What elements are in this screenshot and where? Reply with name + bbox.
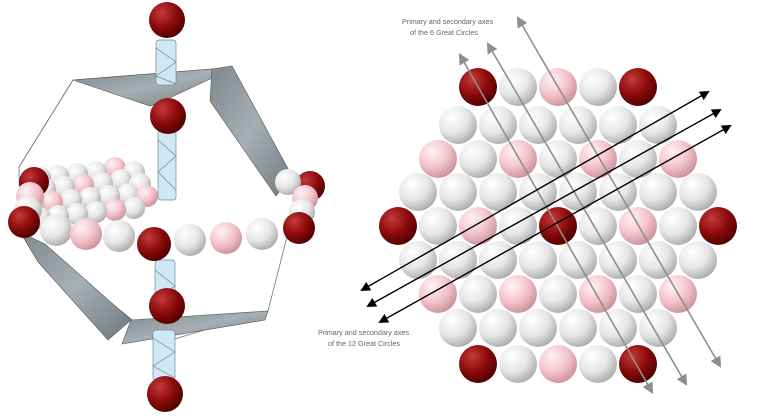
top-caption-line2: of the 6 Great Circles [410, 28, 478, 37]
white-sphere-r5-c2 [479, 241, 517, 279]
white-sphere-r1-c2 [519, 106, 557, 144]
red-sphere-r4-c8 [699, 207, 737, 245]
left-red-stack [8, 167, 49, 238]
white-sphere-r1-c5 [639, 106, 677, 144]
white-sphere-r3-c4 [559, 173, 597, 211]
white-sphere-r7-c0 [439, 309, 477, 347]
white-sphere-r7-c3 [559, 309, 597, 347]
white-sphere-r3-c0 [399, 173, 437, 211]
white-sphere-r5-c3 [519, 241, 557, 279]
bottom-caption: Primary and secondary axes of the 12 Gre… [318, 328, 409, 348]
white-sphere-r2-c3 [539, 140, 577, 178]
white-sphere-r6-c3 [539, 275, 577, 313]
pink-sphere-r2-c6 [659, 140, 697, 178]
pink-sphere-r6-c0 [419, 275, 457, 313]
pink-sphere-r2-c4 [579, 140, 617, 178]
left-slanted-plane [19, 231, 132, 341]
white-sphere-r4-c3 [499, 207, 537, 245]
white-sphere-r7-c2 [519, 309, 557, 347]
top-caption-line1: Primary and secondary axes [402, 17, 493, 26]
white-sphere-r7-c5 [639, 309, 677, 347]
upper-plane [72, 68, 226, 107]
white-sphere-r5-c4 [559, 241, 597, 279]
white-sphere-r5-c5 [599, 241, 637, 279]
white-sphere-r1-c1 [479, 106, 517, 144]
great-circle-axes [360, 16, 732, 394]
equatorial-lattice-back [22, 157, 158, 229]
white-sphere-r7-c4 [599, 309, 637, 347]
pink-sphere-r8-c2 [539, 345, 577, 383]
white-sphere-r7-c1 [479, 309, 517, 347]
white-sphere-r8-c3 [579, 345, 617, 383]
white-sphere-r2-c1 [459, 140, 497, 178]
vertical-red-spheres [147, 2, 186, 412]
red-sphere-r0-c4 [619, 68, 657, 106]
white-sphere-r3-c1 [439, 173, 477, 211]
white-sphere-r2-c5 [619, 140, 657, 178]
white-sphere-r6-c5 [619, 275, 657, 313]
white-sphere-r0-c3 [579, 68, 617, 106]
bottom-caption-line1: Primary and secondary axes [318, 328, 409, 337]
white-sphere-r6-c1 [459, 275, 497, 313]
white-sphere-r8-c1 [499, 345, 537, 383]
cuboctahedral-assembly [8, 2, 325, 412]
pink-sphere-r4-c2 [459, 207, 497, 245]
white-sphere-r1-c3 [559, 106, 597, 144]
white-sphere-r5-c7 [679, 241, 717, 279]
white-sphere-r3-c6 [639, 173, 677, 211]
white-sphere-r5-c1 [439, 241, 477, 279]
right-red-stack [275, 169, 325, 244]
bottom-caption-line2: of the 12 Great Circles [328, 339, 400, 348]
white-sphere-r1-c4 [599, 106, 637, 144]
white-sphere-r3-c5 [599, 173, 637, 211]
pink-sphere-r2-c0 [419, 140, 457, 178]
white-sphere-r1-c0 [439, 106, 477, 144]
white-sphere-r4-c5 [579, 207, 617, 245]
red-sphere-r4-c0 [379, 207, 417, 245]
top-caption: Primary and secondary axes of the 6 Grea… [402, 17, 493, 37]
front-sphere-ring [40, 214, 278, 261]
pink-sphere-r6-c2 [499, 275, 537, 313]
black-axis-3 [378, 125, 732, 323]
white-sphere-r3-c7 [679, 173, 717, 211]
white-sphere-r4-c7 [659, 207, 697, 245]
pink-sphere-r6-c4 [579, 275, 617, 313]
red-sphere-r8-c0 [459, 345, 497, 383]
pink-sphere-r2-c2 [499, 140, 537, 178]
lower-plane [121, 310, 269, 345]
white-sphere-r5-c0 [399, 241, 437, 279]
red-sphere-r8-c4 [619, 345, 657, 383]
